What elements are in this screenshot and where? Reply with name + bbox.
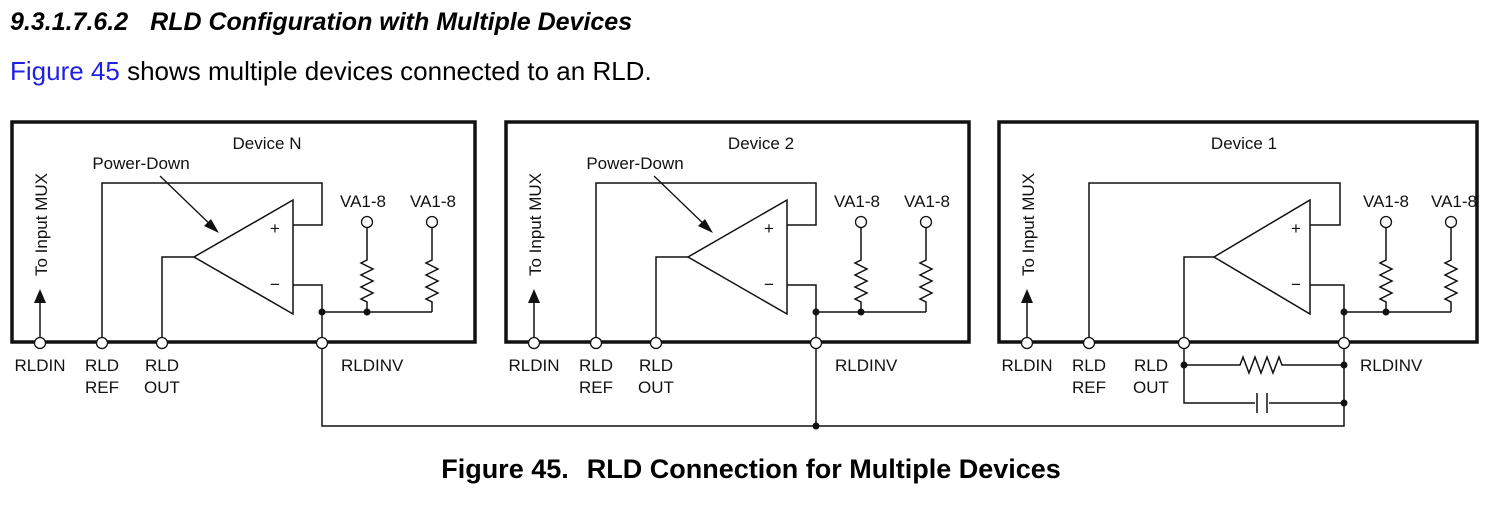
minus-sign: − <box>270 275 280 294</box>
power-down-arrow <box>698 219 713 233</box>
amplifier <box>686 198 788 316</box>
pin-label: RLD <box>85 356 119 375</box>
pin-label: RLDIN <box>1001 356 1052 375</box>
figure-number: Figure 45. <box>441 454 569 484</box>
feedback-resistor <box>1184 354 1344 376</box>
supply-terminal <box>1379 215 1393 229</box>
mux-arrow <box>1021 289 1033 303</box>
section-heading: 9.3.1.7.6.2 RLD Configuration with Multip… <box>10 8 632 37</box>
device-2: Device 2 Power-Down To Input MUX + − VA1… <box>504 120 971 397</box>
input-mux-label: To Input MUX <box>526 173 545 276</box>
pin-label: OUT <box>638 378 674 397</box>
figure-link[interactable]: Figure 45 <box>10 56 120 86</box>
pin-rldinv <box>1337 336 1351 350</box>
supply-label: VA1-8 <box>834 192 880 211</box>
pin-rld-out <box>649 336 663 350</box>
pin-rld-out <box>1177 336 1191 350</box>
pin-label: RLDIN <box>14 356 65 375</box>
supply-label: VA1-8 <box>1431 192 1477 211</box>
power-down-label: Power-Down <box>92 154 189 173</box>
pin-label: RLD <box>1134 356 1168 375</box>
device-box <box>504 120 971 344</box>
minus-sign: − <box>1291 275 1301 294</box>
device-box <box>997 120 1479 344</box>
plus-sign: + <box>764 219 774 238</box>
pin-rld-ref <box>589 336 603 350</box>
pin-label: RLDINV <box>341 356 404 375</box>
supply-label: VA1-8 <box>904 192 950 211</box>
supply-label: VA1-8 <box>1363 192 1409 211</box>
supply-terminal <box>360 215 374 229</box>
mux-arrow <box>34 289 46 303</box>
plus-sign: + <box>270 219 280 238</box>
plus-sign: + <box>1291 219 1301 238</box>
input-mux-label: To Input MUX <box>1019 173 1038 276</box>
figure-title: RLD Connection for Multiple Devices <box>586 454 1061 484</box>
minus-sign: − <box>764 275 774 294</box>
pin-rld-ref <box>1082 336 1096 350</box>
pin-label: REF <box>579 378 613 397</box>
intro-text: shows multiple devices connected to an R… <box>119 56 652 86</box>
pin-label: RLD <box>639 356 673 375</box>
feedback-network <box>1180 349 1348 413</box>
pin-rldin <box>527 336 541 350</box>
device-name: Device 2 <box>728 134 794 153</box>
device-n: Device N Power-Down To Input MUX + − VA1… <box>10 120 477 397</box>
pin-rldinv <box>809 336 823 350</box>
amplifier <box>1212 198 1311 316</box>
supply-terminal <box>854 215 868 229</box>
intro-paragraph: Figure 45 shows multiple devices connect… <box>10 56 652 87</box>
pin-label: RLDINV <box>835 356 898 375</box>
amplifier <box>192 198 294 316</box>
device-name: Device 1 <box>1211 134 1277 153</box>
supply-terminal <box>425 215 439 229</box>
figure-caption: Figure 45. RLD Connection for Multiple De… <box>0 454 1502 485</box>
mux-arrow <box>528 289 540 303</box>
pin-rldin <box>1020 336 1034 350</box>
pin-label: RLD <box>1072 356 1106 375</box>
input-mux-label: To Input MUX <box>32 173 51 276</box>
pin-label: RLDINV <box>1360 356 1423 375</box>
supply-terminal <box>1444 215 1458 229</box>
section-title: RLD Configuration with Multiple Devices <box>150 8 633 36</box>
pin-rldinv <box>315 336 329 350</box>
pin-label: OUT <box>144 378 180 397</box>
supply-label: VA1-8 <box>410 192 456 211</box>
supply-terminal <box>919 215 933 229</box>
device-name: Device N <box>233 134 302 153</box>
pin-label: RLD <box>145 356 179 375</box>
pin-label: OUT <box>1133 378 1169 397</box>
pin-label: RLD <box>579 356 613 375</box>
supply-label: VA1-8 <box>340 192 386 211</box>
pin-label: REF <box>85 378 119 397</box>
pin-rld-ref <box>95 336 109 350</box>
rldinv-bus <box>321 349 1345 430</box>
power-down-arrow <box>204 219 219 233</box>
power-down-label: Power-Down <box>586 154 683 173</box>
pin-label: RLDIN <box>508 356 559 375</box>
device-box <box>10 120 477 344</box>
rld-diagram: Device N Power-Down To Input MUX + − VA1… <box>10 120 1479 430</box>
pin-label: REF <box>1072 378 1106 397</box>
device-1: Device 1 To Input MUX + − VA1-8 VA1-8 <box>997 120 1479 413</box>
pin-rldin <box>33 336 47 350</box>
section-number: 9.3.1.7.6.2 <box>10 8 129 36</box>
pin-rld-out <box>155 336 169 350</box>
